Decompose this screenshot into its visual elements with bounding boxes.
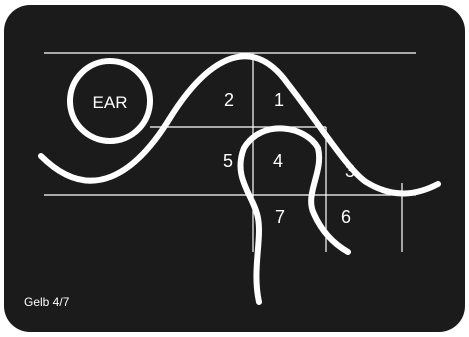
region-label-4: 4 [273, 151, 283, 171]
ear-label: EAR [93, 93, 128, 112]
region-label-3: 3 [345, 161, 355, 181]
diagram-background [4, 5, 465, 332]
region-label-7: 7 [275, 207, 285, 227]
region-label-2: 2 [224, 90, 234, 110]
caption: Gelb 4/7 [24, 295, 70, 309]
region-label-1: 1 [274, 90, 284, 110]
region-label-6: 6 [341, 207, 351, 227]
region-label-5: 5 [223, 151, 233, 171]
